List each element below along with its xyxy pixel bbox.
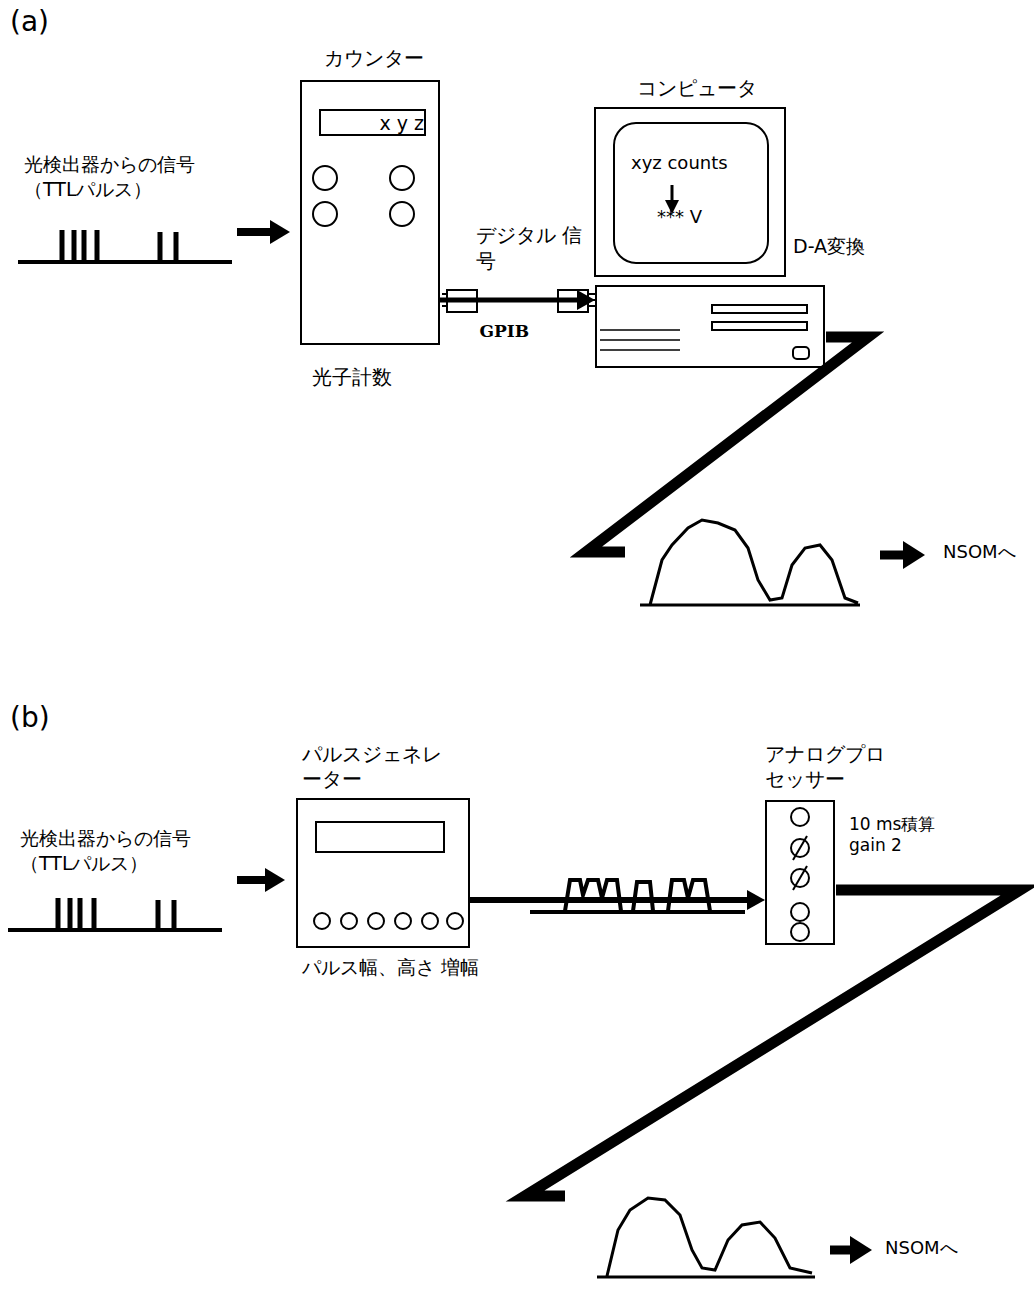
panel-label: (a) — [10, 4, 90, 40]
node-text: パルス幅、高さ 増幅 — [302, 956, 482, 980]
signal-arrow — [470, 890, 765, 910]
node-text: 10 ms積算 gain 2 — [849, 814, 949, 857]
counter-box: カウンターx y z光子計数 — [300, 80, 440, 345]
edge-label: GPIB — [480, 320, 570, 342]
pulse-generator-box: パルスジェネレ ーターパルス幅、高さ 増幅 — [296, 798, 470, 948]
signal-label: デジタル 信号 — [476, 222, 586, 274]
output-label: NSOMへ — [885, 1236, 975, 1259]
analog-processor-box: アナログプロ セッサー10 ms積算 gain 2 — [765, 800, 835, 945]
node-text: カウンター — [324, 46, 484, 71]
node-text: x y z — [324, 112, 424, 136]
panel-label: (b) — [10, 700, 90, 736]
computer-monitor: コンピュータxyz counts*** V — [595, 108, 785, 276]
computer-body: D-A変換 — [595, 285, 825, 368]
signal-label: 光検出器からの信号 （TTLパルス） — [24, 152, 234, 201]
node-text: 光子計数 — [312, 365, 472, 390]
node-text: アナログプロ セッサー — [765, 742, 897, 792]
node-text: パルスジェネレ ーター — [302, 742, 452, 792]
node-text: *** V — [657, 206, 737, 229]
node-text: xyz counts — [631, 152, 761, 175]
signal-arrow — [440, 290, 595, 310]
signal-label: 光検出器からの信号 （TTLパルス） — [20, 826, 230, 875]
node-text: コンピュータ — [637, 76, 797, 101]
output-label: NSOMへ — [943, 540, 1033, 563]
node-text: D-A変換 — [793, 235, 903, 259]
